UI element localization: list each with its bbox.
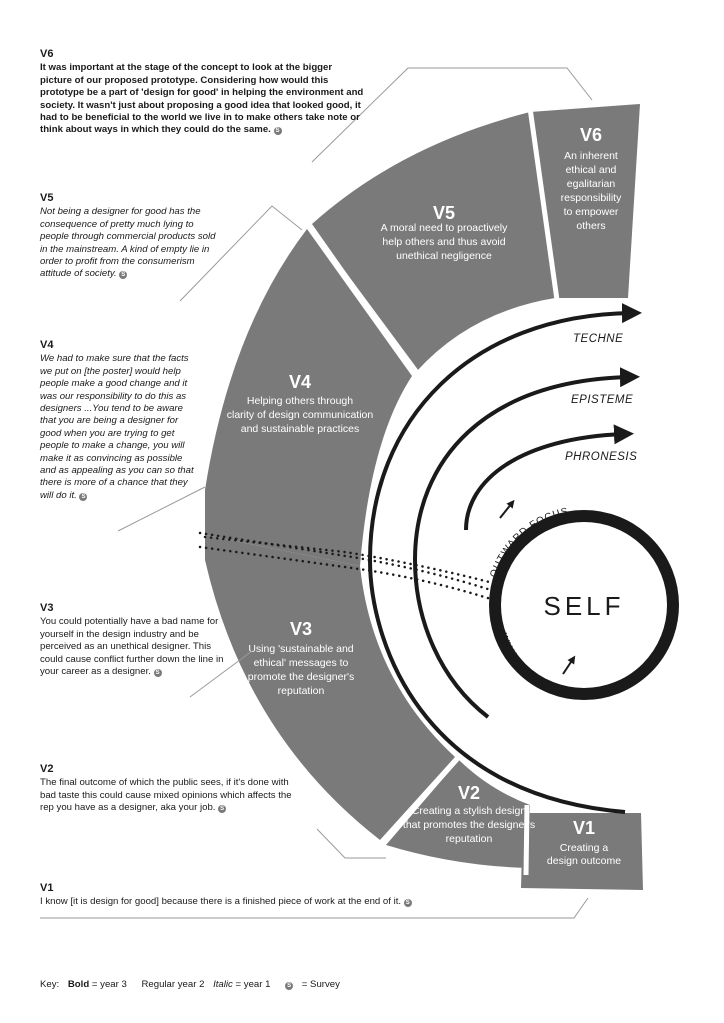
segment-v5	[312, 112, 555, 372]
segment-label-v5: V5 A moral need to proactively help othe…	[381, 203, 508, 262]
segment-label-v4: V4 Helping others through clarity of des…	[227, 372, 374, 435]
legend-key: Key: Bold = year 3 Regular year 2 Italic…	[40, 979, 352, 990]
key-survey: = Survey	[301, 979, 340, 990]
segment-line: others	[576, 220, 605, 232]
leader-v5	[179, 205, 303, 302]
quote-heading: V6	[40, 48, 54, 60]
segment-v1	[521, 813, 643, 890]
segment-title-v5: V5	[433, 203, 455, 223]
segment-line: promote the designer's	[248, 671, 354, 683]
quote-heading: V4	[40, 339, 54, 351]
quote-v3: V3 You could potentially have a bad name…	[40, 602, 235, 678]
dotted-divider	[198, 531, 499, 602]
episteme-label: EPISTEME	[571, 394, 633, 406]
leader-v2	[316, 828, 386, 859]
segment-title-v2: V2	[458, 783, 480, 803]
key-italic-rest: = year 1	[235, 979, 271, 990]
segment-divider	[381, 755, 461, 844]
self-label: SELF	[543, 591, 624, 621]
quote-body: Not being a designer for good has the co…	[40, 206, 216, 280]
segment-label-v1: V1 Creating a design outcome	[547, 818, 621, 867]
segment-divider	[304, 222, 421, 376]
inward-arrow	[562, 655, 576, 675]
segment-divider	[527, 107, 560, 301]
self-circle	[489, 510, 679, 700]
segment-label-v2: V2 Creating a stylish design that promot…	[403, 783, 535, 845]
quote-body: It was important at the stage of the con…	[40, 62, 364, 136]
segment-line: Using 'sustainable and	[248, 643, 353, 655]
leader-v6	[311, 67, 593, 163]
segment-line: clarity of design communication	[227, 409, 374, 421]
segment-divider	[523, 804, 530, 876]
phronesis-label: PHRONESIS	[565, 451, 637, 463]
quote-heading: V5	[40, 192, 54, 204]
segment-v6	[530, 104, 640, 298]
quote-v4: V4 We had to make sure that the facts we…	[40, 339, 200, 502]
survey-icon: S	[285, 982, 294, 990]
segment-line: Creating a stylish design	[412, 805, 527, 817]
key-bold-word: Bold	[67, 979, 90, 990]
segment-line: unethical negligence	[396, 250, 492, 262]
segment-title-v1: V1	[573, 818, 595, 838]
survey-icon: S	[119, 271, 128, 280]
segment-v2	[386, 760, 530, 868]
survey-icon: S	[218, 805, 227, 814]
segment-v4	[205, 229, 412, 566]
segment-line: and sustainable practices	[241, 423, 360, 435]
quote-body: You could potentially have a bad name fo…	[40, 616, 224, 678]
segment-line: responsibility	[561, 192, 622, 204]
phronesis-arc	[464, 424, 634, 531]
quote-v2: V2 The final outcome of which the public…	[40, 763, 305, 815]
segment-label-v3: V3 Using 'sustainable and ethical' messa…	[248, 619, 354, 697]
segment-line: ethical' messages to	[254, 657, 349, 669]
survey-icon: S	[403, 899, 412, 908]
quote-heading: V2	[40, 763, 54, 775]
quote-body: I know [it is design for good] because t…	[40, 896, 402, 908]
survey-icon: S	[153, 669, 162, 678]
leader-v1	[40, 897, 589, 919]
segment-line: Creating a	[560, 842, 609, 854]
segment-title-v6: V6	[580, 125, 602, 145]
survey-icon: S	[79, 492, 88, 501]
segment-line: that promotes the designer's	[403, 819, 535, 831]
key-bold-rest: = year 3	[91, 979, 127, 990]
techne-label: TECHNE	[573, 333, 623, 345]
segment-line: reputation	[446, 833, 493, 845]
key-italic-word: Italic	[213, 979, 233, 990]
quote-v6: V6 It was important at the stage of the …	[40, 48, 365, 137]
segment-line: A moral need to proactively	[381, 222, 508, 234]
quote-body: We had to make sure that the facts we pu…	[40, 353, 194, 501]
quote-v5: V5 Not being a designer for good has the…	[40, 192, 225, 281]
segment-line: egalitarian	[567, 178, 616, 190]
segment-line: An inherent	[564, 150, 618, 162]
key-regular: Regular year 2	[141, 979, 205, 990]
segment-label-v6: V6 An inherent ethical and egalitarian r…	[561, 125, 622, 232]
segment-line: Helping others through	[247, 395, 353, 407]
outward-arrow	[499, 499, 515, 519]
segment-line: reputation	[278, 685, 325, 697]
segment-title-v3: V3	[290, 619, 312, 639]
key-prefix: Key:	[40, 979, 60, 990]
leader-v4	[117, 486, 206, 532]
survey-icon: S	[273, 127, 282, 136]
segment-line: help others and thus avoid	[382, 236, 505, 248]
quote-v1: V1 I know [it is design for good] becaus…	[40, 882, 480, 909]
segment-line: to empower	[564, 206, 619, 218]
quote-heading: V1	[40, 882, 54, 894]
segment-line: ethical and	[566, 164, 617, 176]
quote-heading: V3	[40, 602, 54, 614]
quote-body: The final outcome of which the public se…	[40, 777, 292, 814]
leader-v3	[189, 650, 253, 698]
segment-line: design outcome	[547, 855, 621, 867]
episteme-arc	[412, 367, 640, 719]
segment-v3	[205, 535, 455, 840]
segment-title-v4: V4	[289, 372, 311, 392]
leader-lines	[40, 67, 593, 919]
